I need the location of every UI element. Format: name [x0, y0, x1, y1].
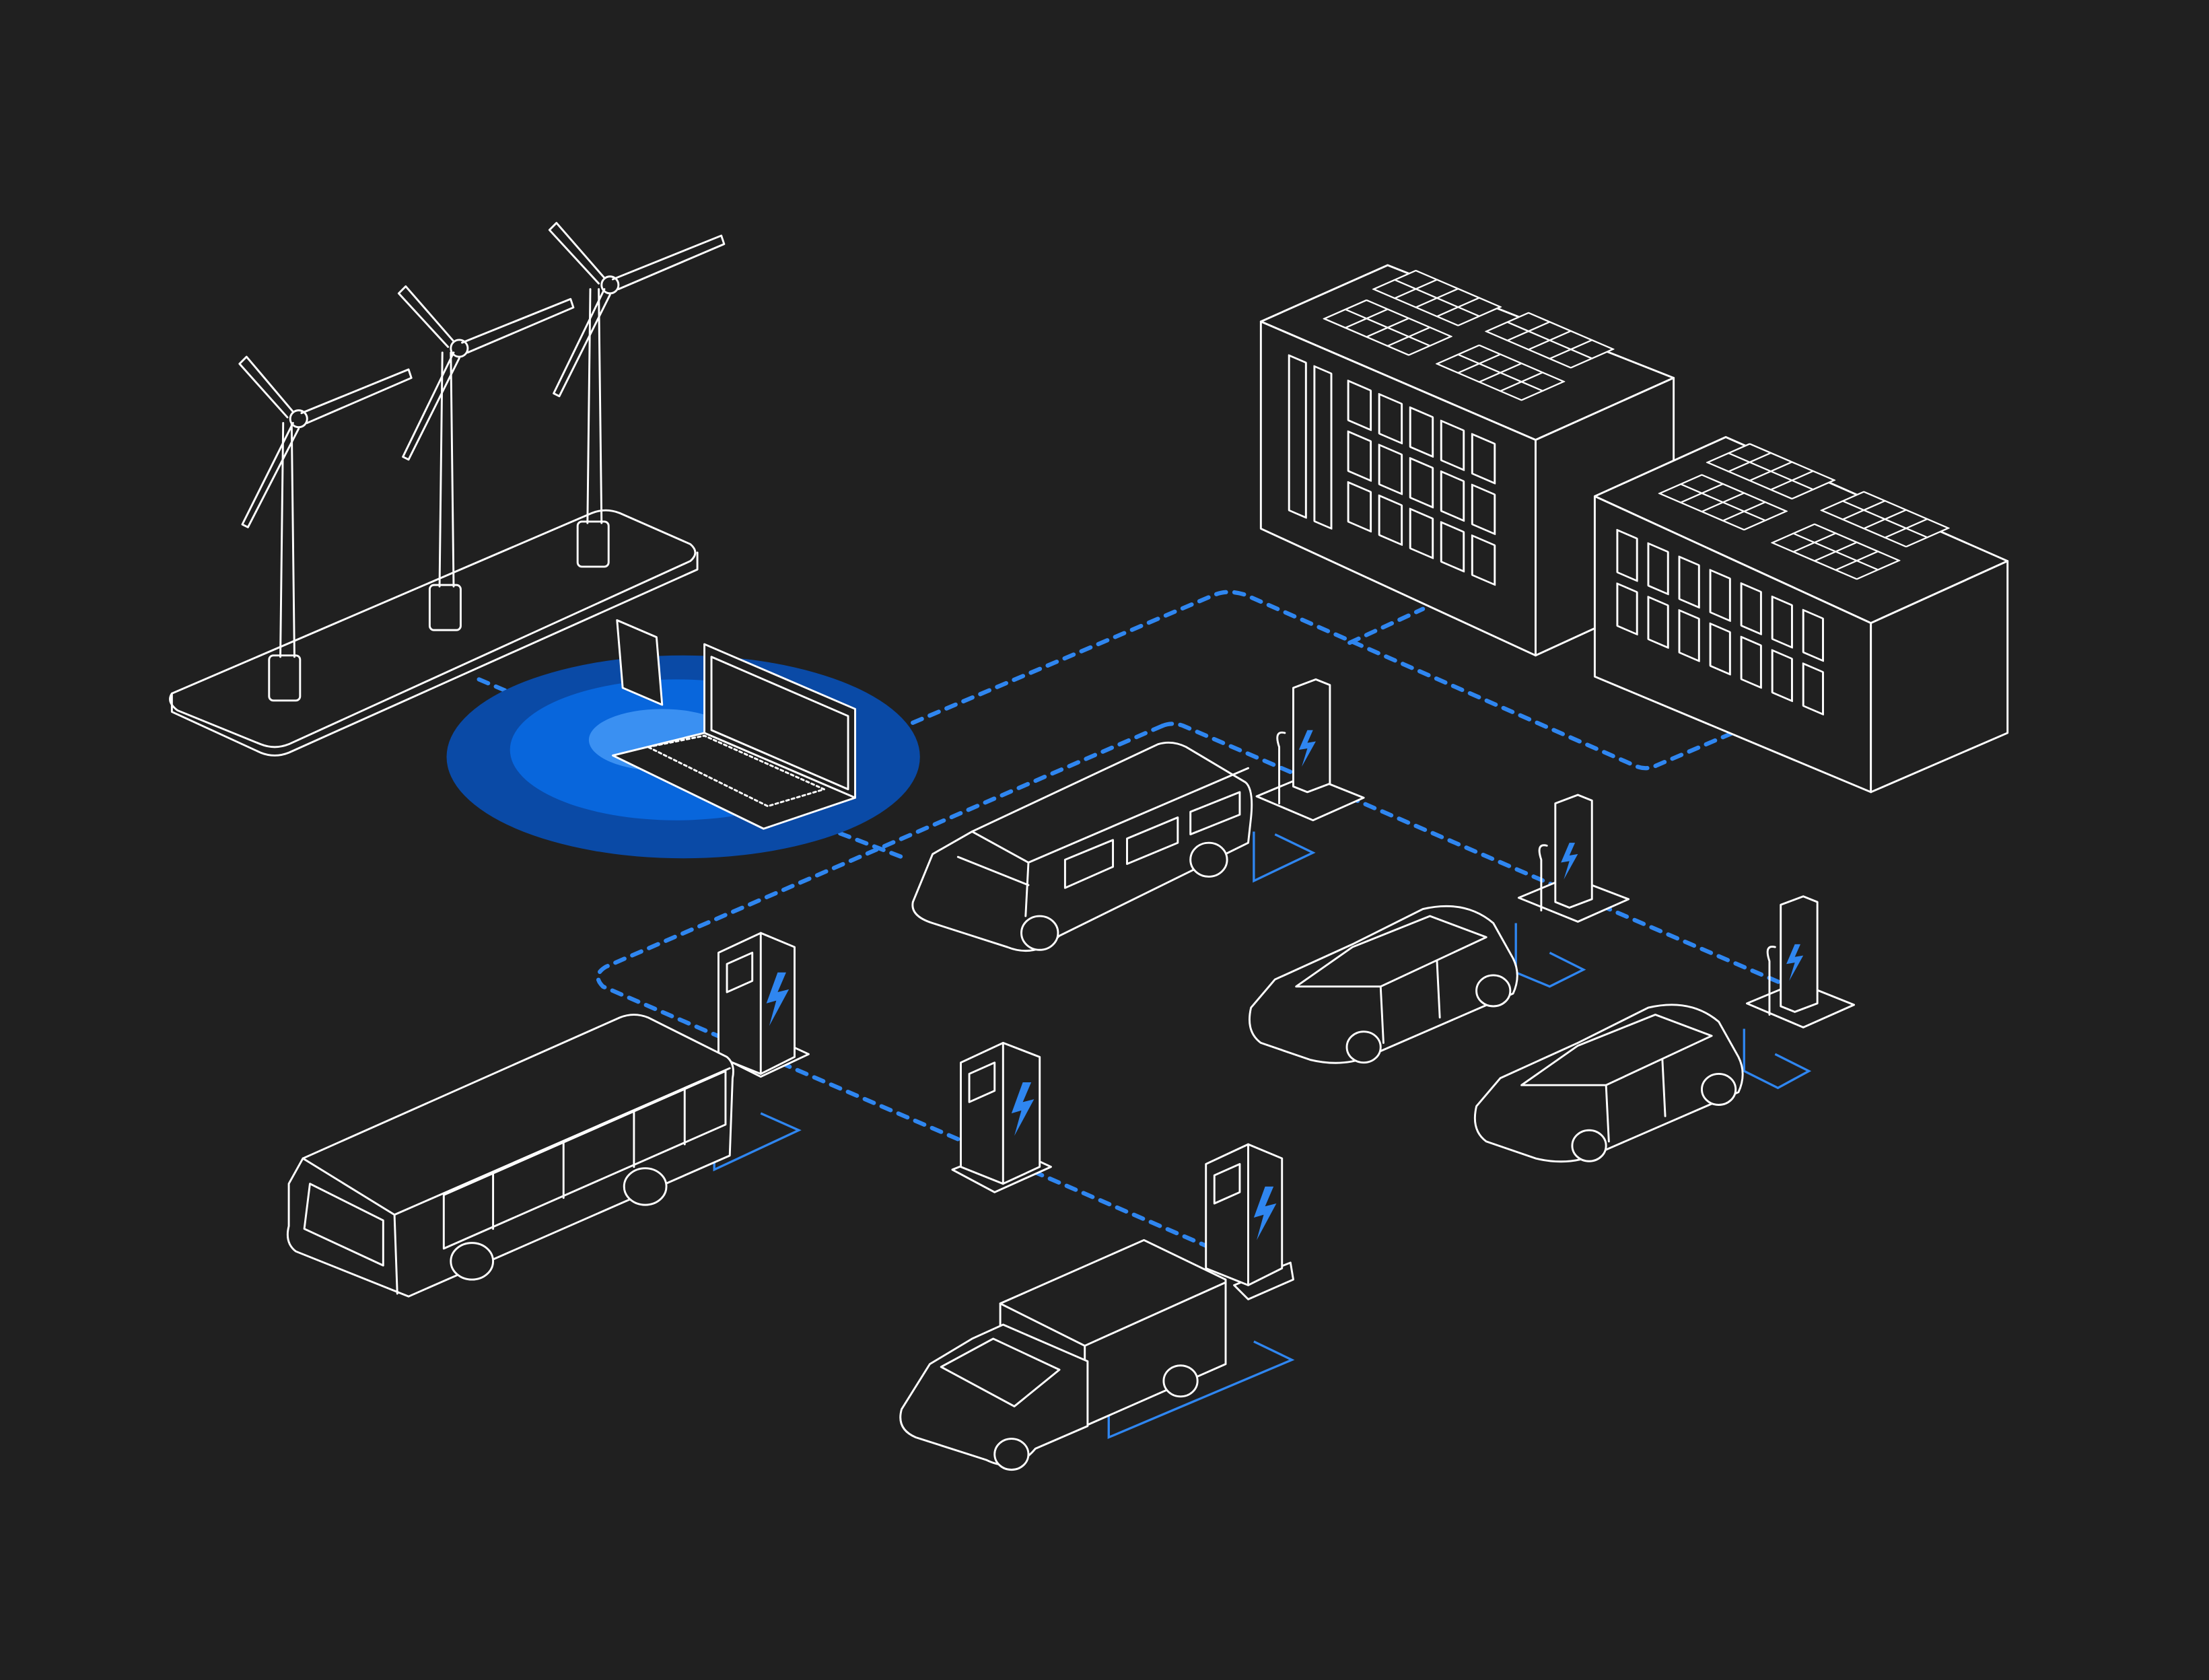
- solar-panels: [1658, 443, 1950, 580]
- window-grid: [1616, 528, 1824, 715]
- network-line-chargers-left: [596, 724, 1228, 1257]
- network-line-buildings: [860, 590, 1735, 771]
- ev-charger-icon: [951, 1041, 1052, 1193]
- network-line-chargers-right: [1160, 722, 1792, 989]
- wind-farm: [169, 221, 726, 757]
- ev-charger-icon: [717, 932, 810, 1078]
- car-icon: [1248, 905, 1518, 1064]
- solar-building-2: [1593, 435, 2009, 794]
- van-icon: [911, 741, 1253, 952]
- bus-icon: [286, 1014, 734, 1298]
- wind-turbine-icon: [548, 221, 726, 568]
- car-icon: [1473, 1004, 1744, 1163]
- solar-panels: [1323, 270, 1615, 401]
- wind-turbine-icon: [397, 285, 575, 631]
- ev-charger-icon: [1255, 678, 1365, 822]
- ev-charger-icon: [1745, 895, 1856, 1028]
- window-grid: [1288, 354, 1496, 586]
- truck-icon: [899, 1238, 1227, 1471]
- ev-charger-icon: [1205, 1143, 1294, 1300]
- ev-charger-icon: [1517, 794, 1630, 923]
- network-line-building-1: [1347, 606, 1426, 645]
- control-center: [446, 619, 920, 859]
- tablet-icon: [616, 619, 664, 706]
- wind-turbine-icon: [238, 355, 413, 702]
- laptop-icon: [612, 643, 856, 830]
